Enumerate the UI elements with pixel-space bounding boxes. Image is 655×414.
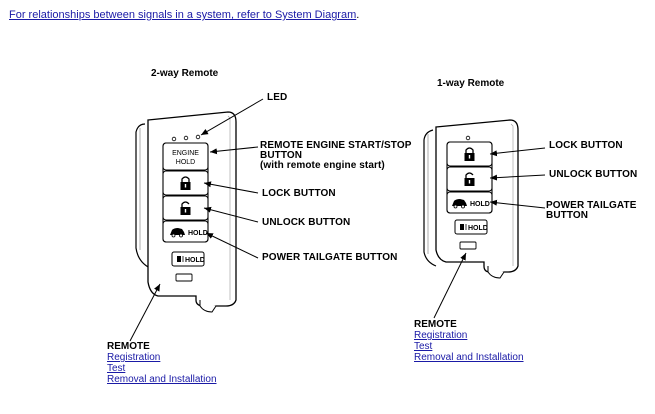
- led-dot: [183, 135, 189, 141]
- one-way-remote-fob: HOLD HOLD: [423, 119, 519, 279]
- engine-start-callout: REMOTE ENGINE START/STOP BUTTON (with re…: [260, 141, 412, 171]
- two-way-remote-fob: ENGINE HOLD HOLD HOLD: [135, 111, 237, 313]
- lock-button-callout: LOCK BUTTON: [549, 140, 623, 151]
- removal-installation-link[interactable]: Removal and Installation: [414, 352, 524, 363]
- remote-title: REMOTE: [414, 319, 457, 330]
- two-way-remote-title: 2-way Remote: [151, 68, 219, 79]
- tailgate-leader: [489, 199, 546, 209]
- lock-leader: [489, 147, 546, 157]
- system-diagram-link[interactable]: For relationships between signals in a s…: [9, 9, 357, 21]
- tailgate-car-icon: [170, 228, 185, 238]
- led-dot: [465, 135, 471, 141]
- remote-title: REMOTE: [107, 341, 150, 352]
- unlock-leader: [203, 206, 259, 223]
- unlock-button-callout: UNLOCK BUTTON: [262, 217, 351, 228]
- registration-link[interactable]: Registration: [107, 352, 161, 363]
- engine-start-callout-note: (with remote engine start): [260, 160, 385, 171]
- hold-button-shape: [171, 251, 205, 267]
- system-diagram-reference: For relationships between signals in a s…: [9, 9, 359, 21]
- tailgate-hold-label: HOLD: [470, 201, 490, 208]
- remote-leader: [433, 252, 467, 319]
- hold-button-label: HOLD: [185, 257, 205, 264]
- led-dot: [171, 136, 177, 142]
- led-leader: [200, 98, 264, 136]
- key-slot: [175, 273, 193, 282]
- hold-headlight-icon: [460, 224, 467, 230]
- tailgate-leader: [205, 232, 259, 259]
- led-callout: LED: [267, 92, 288, 103]
- lock-leader: [203, 181, 259, 194]
- tailgate-callout-line1: POWER TAILGATE: [546, 200, 637, 211]
- tailgate-button-callout: POWER TAILGATE BUTTON: [262, 252, 398, 263]
- lock-icon: [464, 147, 475, 161]
- engine-button-label: ENGINE: [172, 150, 199, 157]
- key-slot: [459, 241, 477, 250]
- engine-start-callout-line2: BUTTON: [260, 150, 303, 161]
- remote-leader: [129, 283, 161, 342]
- tailgate-hold-label: HOLD: [188, 230, 208, 237]
- engine-leader: [209, 146, 259, 155]
- unlock-button-callout: UNLOCK BUTTON: [549, 169, 638, 180]
- removal-installation-link[interactable]: Removal and Installation: [107, 374, 217, 385]
- lock-icon: [180, 176, 191, 190]
- tailgate-button-callout: POWER TAILGATE BUTTON: [546, 201, 636, 221]
- period-text: .: [356, 9, 360, 21]
- hold-button-shape: [454, 219, 488, 235]
- two-way-leader-lines: [129, 98, 264, 342]
- unlock-icon: [180, 201, 191, 215]
- hold-headlight-icon: [177, 256, 184, 262]
- engine-start-callout-line1: REMOTE ENGINE START/STOP: [260, 140, 412, 151]
- tailgate-callout-line2: BUTTON: [546, 210, 589, 221]
- one-way-remote-links: REMOTE Registration Test Removal and Ins…: [414, 319, 524, 363]
- tailgate-car-icon: [452, 199, 467, 209]
- test-link[interactable]: Test: [107, 363, 126, 374]
- unlock-leader: [489, 174, 546, 181]
- one-way-remote-title: 1-way Remote: [437, 78, 505, 89]
- one-way-leader-lines: [433, 147, 546, 319]
- unlock-icon: [464, 172, 475, 186]
- lock-button-callout: LOCK BUTTON: [262, 188, 336, 199]
- hold-button-label: HOLD: [468, 225, 488, 232]
- two-way-remote-links: REMOTE Registration Test Removal and Ins…: [107, 341, 217, 385]
- registration-link[interactable]: Registration: [414, 330, 468, 341]
- engine-hold-label: HOLD: [176, 159, 195, 166]
- test-link[interactable]: Test: [414, 341, 433, 352]
- led-dot: [195, 134, 201, 140]
